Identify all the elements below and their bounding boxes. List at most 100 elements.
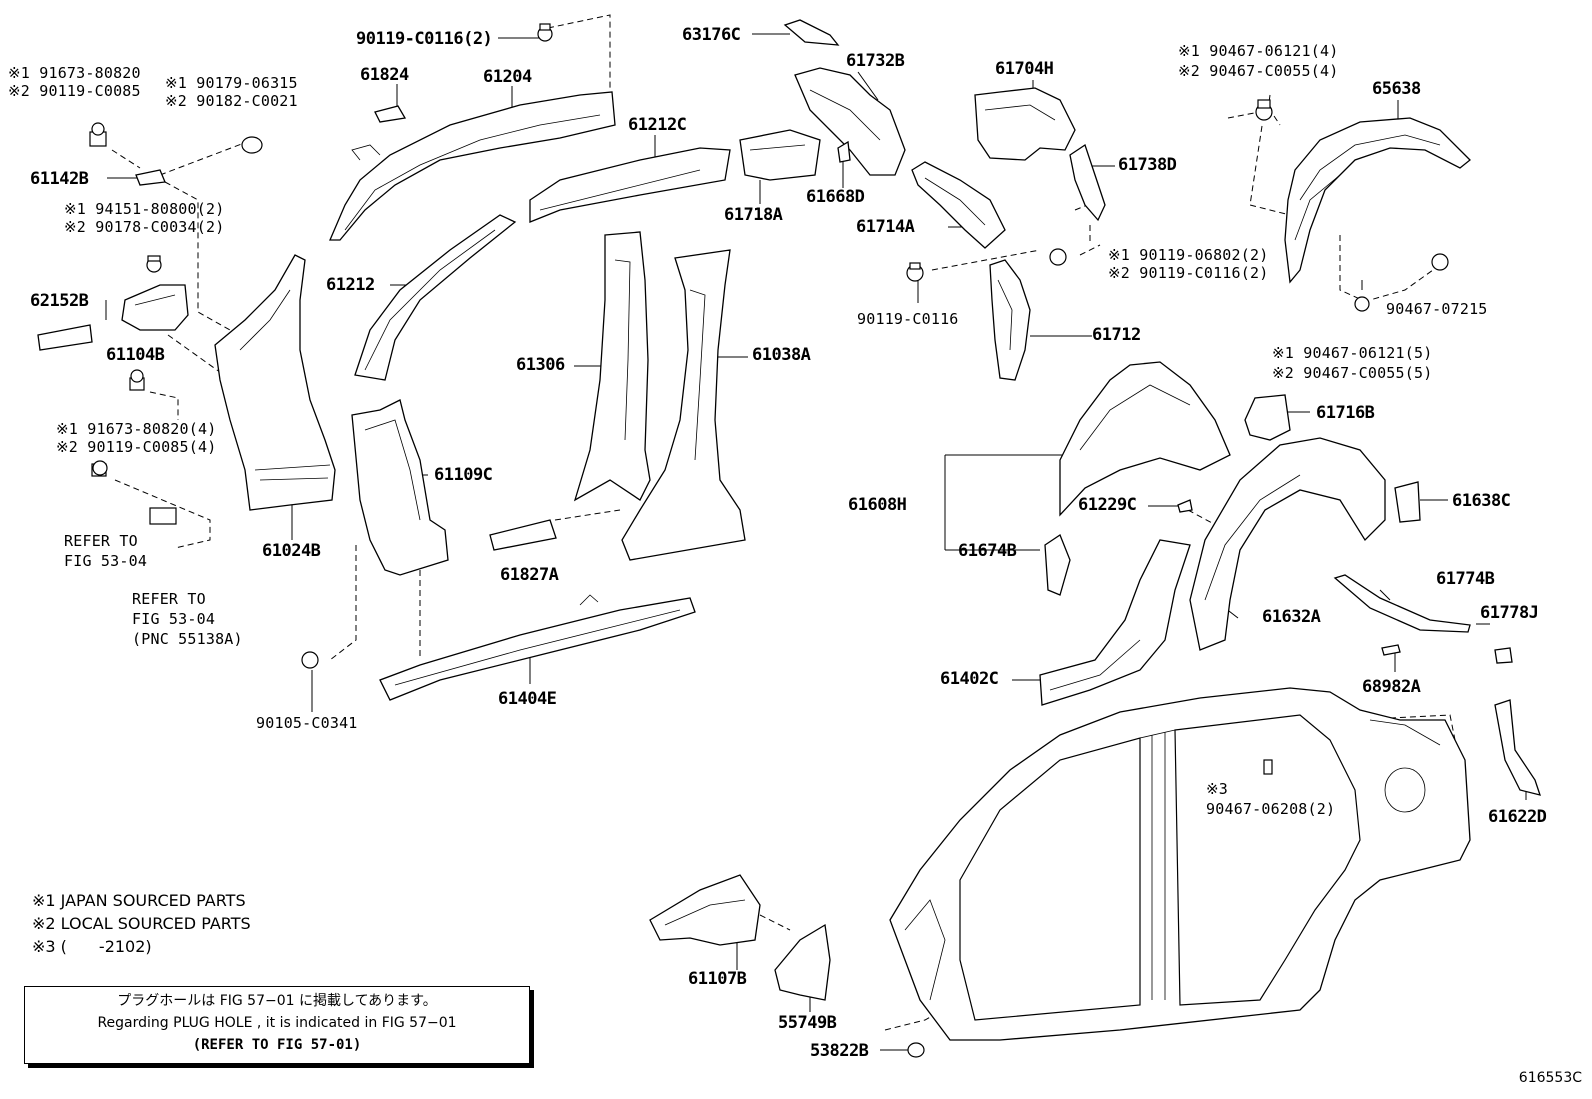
label-note2-90119-C0085-4[interactable]: ※2 90119-C0085(4)	[56, 438, 217, 456]
label-61404E[interactable]: 61404E	[498, 689, 557, 709]
part-61024B-a-pillar[interactable]	[214, 254, 336, 511]
label-61674B[interactable]: 61674B	[958, 541, 1017, 561]
part-61774B[interactable]	[1333, 574, 1471, 633]
label-note3[interactable]: ※3	[1206, 780, 1228, 798]
label-note2-90119-C0085[interactable]: ※2 90119-C0085	[8, 82, 141, 100]
label-note1-90119-06802[interactable]: ※1 90119-06802(2)	[1108, 246, 1269, 264]
part-61674B[interactable]	[1044, 534, 1071, 596]
label-62152B[interactable]: 62152B	[30, 291, 89, 311]
label-61204[interactable]: 61204	[483, 67, 532, 87]
part-61104B[interactable]	[121, 284, 189, 331]
label-refer-fig-b[interactable]: FIG 53-04	[132, 610, 216, 628]
label-61774B[interactable]: 61774B	[1436, 569, 1495, 589]
part-61712[interactable]	[989, 259, 1031, 381]
label-note1-90467-06121-5[interactable]: ※1 90467-06121(5)	[1272, 344, 1433, 362]
label-61716B[interactable]: 61716B	[1316, 403, 1375, 423]
label-note2-90178-C0034[interactable]: ※2 90178-C0034(2)	[64, 218, 225, 236]
label-61732B[interactable]: 61732B	[846, 51, 905, 71]
label-90105-C0341[interactable]: 90105-C0341	[256, 714, 358, 732]
part-61306-b-pillar-inner[interactable]	[573, 231, 651, 502]
label-61632A[interactable]: 61632A	[1262, 607, 1321, 627]
label-61622D[interactable]: 61622D	[1488, 807, 1547, 827]
part-61038A-b-pillar[interactable]	[621, 249, 746, 561]
label-note2-90182-C0021[interactable]: ※2 90182-C0021	[165, 92, 298, 110]
label-61402C[interactable]: 61402C	[940, 669, 999, 689]
part-61622D[interactable]	[1494, 699, 1541, 796]
label-61738D[interactable]: 61738D	[1118, 155, 1177, 175]
notice-reference-link[interactable]: (REFER TO FIG 57-01)	[192, 1037, 362, 1053]
label-61024B[interactable]: 61024B	[262, 541, 321, 561]
notice-japanese: プラグホールは FIG 57−01 に掲載してあります。	[117, 993, 437, 1009]
part-61704H[interactable]	[974, 87, 1076, 161]
label-refer-pnc[interactable]: (PNC 55138A)	[132, 630, 243, 648]
label-61608H[interactable]: 61608H	[848, 495, 907, 515]
part-61404E-rocker[interactable]	[379, 594, 696, 701]
part-61632A-wheelhouse-outer[interactable]	[1189, 437, 1386, 651]
label-refer-to-b[interactable]: REFER TO	[132, 590, 206, 608]
label-61107B[interactable]: 61107B	[688, 969, 747, 989]
label-61827A[interactable]: 61827A	[500, 565, 559, 585]
part-61212-rail[interactable]	[354, 214, 517, 381]
label-90119-C0116[interactable]: 90119-C0116	[857, 310, 959, 328]
part-55749B[interactable]	[774, 923, 831, 1001]
label-61229C[interactable]: 61229C	[1078, 495, 1137, 515]
label-61638C[interactable]: 61638C	[1452, 491, 1511, 511]
label-refer-fig-a[interactable]: FIG 53-04	[64, 552, 148, 570]
label-61212[interactable]: 61212	[326, 275, 375, 295]
label-note2-90119-C0116[interactable]: ※2 90119-C0116(2)	[1108, 264, 1269, 282]
label-61718A[interactable]: 61718A	[724, 205, 783, 225]
label-note1-94151-80800[interactable]: ※1 94151-80800(2)	[64, 200, 225, 218]
part-61229C[interactable]	[1177, 499, 1193, 513]
label-note1-91673-80820-4[interactable]: ※1 91673-80820(4)	[56, 420, 217, 438]
part-61402C[interactable]	[1039, 539, 1191, 706]
part-68982A[interactable]	[1381, 644, 1401, 656]
label-61712[interactable]: 61712	[1092, 325, 1141, 345]
part-61212C-rail-inner[interactable]	[529, 147, 731, 223]
part-61778J[interactable]	[1494, 647, 1513, 664]
label-61038A[interactable]: 61038A	[752, 345, 811, 365]
label-68982A[interactable]: 68982A	[1362, 677, 1421, 697]
part-61824-pad[interactable]	[374, 105, 407, 123]
part-61827A[interactable]	[489, 519, 557, 551]
part-62152B[interactable]	[37, 324, 93, 351]
label-61668D[interactable]: 61668D	[806, 187, 865, 207]
label-90119-C0116-2[interactable]: 90119-C0116(2)	[356, 29, 493, 49]
label-61824[interactable]: 61824	[360, 65, 409, 85]
label-note2-90467-C0055-4[interactable]: ※2 90467-C0055(4)	[1178, 62, 1339, 80]
label-61714A[interactable]: 61714A	[856, 217, 915, 237]
bolt-icon	[89, 122, 107, 147]
label-61212C[interactable]: 61212C	[628, 115, 687, 135]
part-61638C[interactable]	[1394, 481, 1421, 523]
label-61109C[interactable]: 61109C	[434, 465, 493, 485]
label-63176C[interactable]: 63176C	[682, 25, 741, 45]
part-61668D[interactable]	[837, 140, 851, 163]
label-90467-07215[interactable]: 90467-07215	[1386, 300, 1488, 318]
part-61109C[interactable]	[351, 399, 449, 576]
label-65638[interactable]: 65638	[1372, 79, 1421, 99]
part-61204-roof-side-rail[interactable]	[329, 91, 616, 241]
label-61704H[interactable]: 61704H	[995, 59, 1054, 79]
label-61778J[interactable]: 61778J	[1480, 603, 1539, 623]
label-61104B[interactable]: 61104B	[106, 345, 165, 365]
label-note1-91673-80820[interactable]: ※1 91673-80820	[8, 64, 141, 82]
part-61107B[interactable]	[649, 874, 761, 946]
part-body-side-outer[interactable]	[889, 687, 1471, 1041]
part-61732B[interactable]	[794, 67, 906, 176]
label-note1-90179-06315[interactable]: ※1 90179-06315	[165, 74, 298, 92]
part-61738D[interactable]	[1069, 143, 1106, 222]
label-90467-06208[interactable]: 90467-06208(2)	[1206, 800, 1336, 818]
part-61608H-quarter-inner[interactable]	[1059, 361, 1231, 517]
label-53822B[interactable]: 53822B	[810, 1041, 869, 1061]
part-61142B[interactable]	[135, 169, 166, 186]
label-refer-to-a[interactable]: REFER TO	[64, 532, 138, 550]
part-63176C[interactable]	[783, 19, 840, 46]
part-61718A[interactable]	[739, 129, 821, 181]
label-note2-90467-C0055-5[interactable]: ※2 90467-C0055(5)	[1272, 364, 1433, 382]
label-61142B[interactable]: 61142B	[30, 169, 89, 189]
part-61714A[interactable]	[911, 161, 1006, 249]
label-55749B[interactable]: 55749B	[778, 1013, 837, 1033]
label-note1-90467-06121-4[interactable]: ※1 90467-06121(4)	[1178, 42, 1339, 60]
part-61716B[interactable]	[1244, 394, 1291, 441]
part-65638-wheelhouse-liner[interactable]	[1284, 117, 1471, 284]
label-61306[interactable]: 61306	[516, 355, 565, 375]
